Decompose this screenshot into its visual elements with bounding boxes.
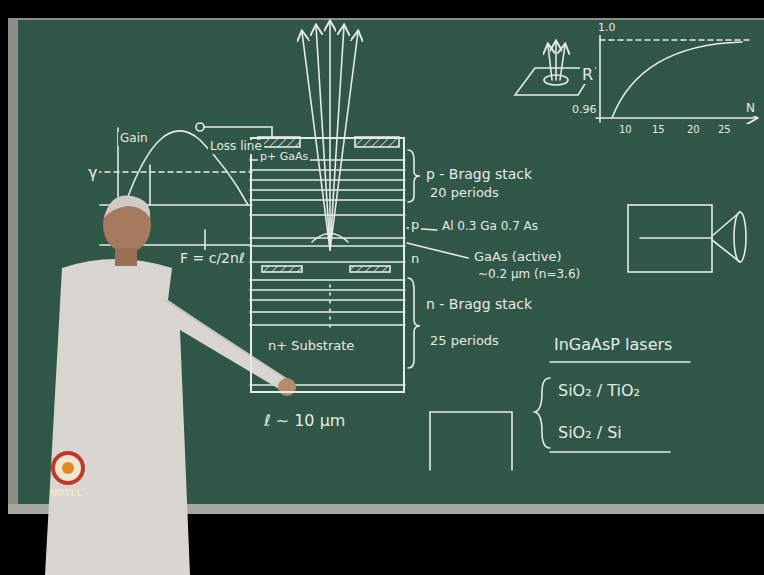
chalk-label: 25	[716, 124, 733, 136]
chalk-label: InGaAsP lasers	[552, 336, 674, 354]
chalk-label: Al 0.3 Ga 0.7 As	[440, 220, 540, 234]
chalk-label: 25 periods	[428, 334, 501, 349]
chalk-label: 15	[650, 124, 667, 136]
chalk-label: R	[580, 66, 595, 84]
chalk-label: 20	[685, 124, 702, 136]
chalk-label: 1.0	[596, 22, 618, 35]
device-layer-stack: p+ GaAs n+ Substrate	[250, 137, 405, 393]
chalk-label: SiO₂ / Si	[556, 424, 624, 442]
lecturer-figure	[45, 195, 296, 575]
chalk-label: n - Bragg stack	[424, 296, 534, 312]
chalk-label: GaAs (active)	[472, 250, 564, 265]
chalk-label: SiO₂ / TiO₂	[556, 382, 642, 400]
chalk-label: Loss line	[208, 140, 264, 154]
chalk-label: ℓ ~ 10 μm	[262, 412, 347, 430]
chalk-label: p	[409, 218, 421, 233]
chalk-label: γ	[86, 164, 99, 182]
layer-label: p+ GaAs	[258, 151, 310, 164]
chalk-label: 10	[617, 124, 634, 136]
chalk-label: 20 periods	[428, 186, 501, 201]
chalk-label: n	[409, 252, 421, 267]
chalk-label: F = c/2nℓ	[178, 250, 247, 266]
chalk-label: Gain	[118, 132, 150, 146]
logo-text: NPTEL	[48, 488, 84, 498]
chalk-label: 0.96	[570, 104, 599, 117]
chalk-label: N	[744, 102, 757, 116]
chalk-label: p - Bragg stack	[424, 166, 534, 182]
chalk-label: ~0.2 μm (n=3.6)	[476, 268, 582, 282]
layer-label: n+ Substrate	[266, 339, 356, 354]
